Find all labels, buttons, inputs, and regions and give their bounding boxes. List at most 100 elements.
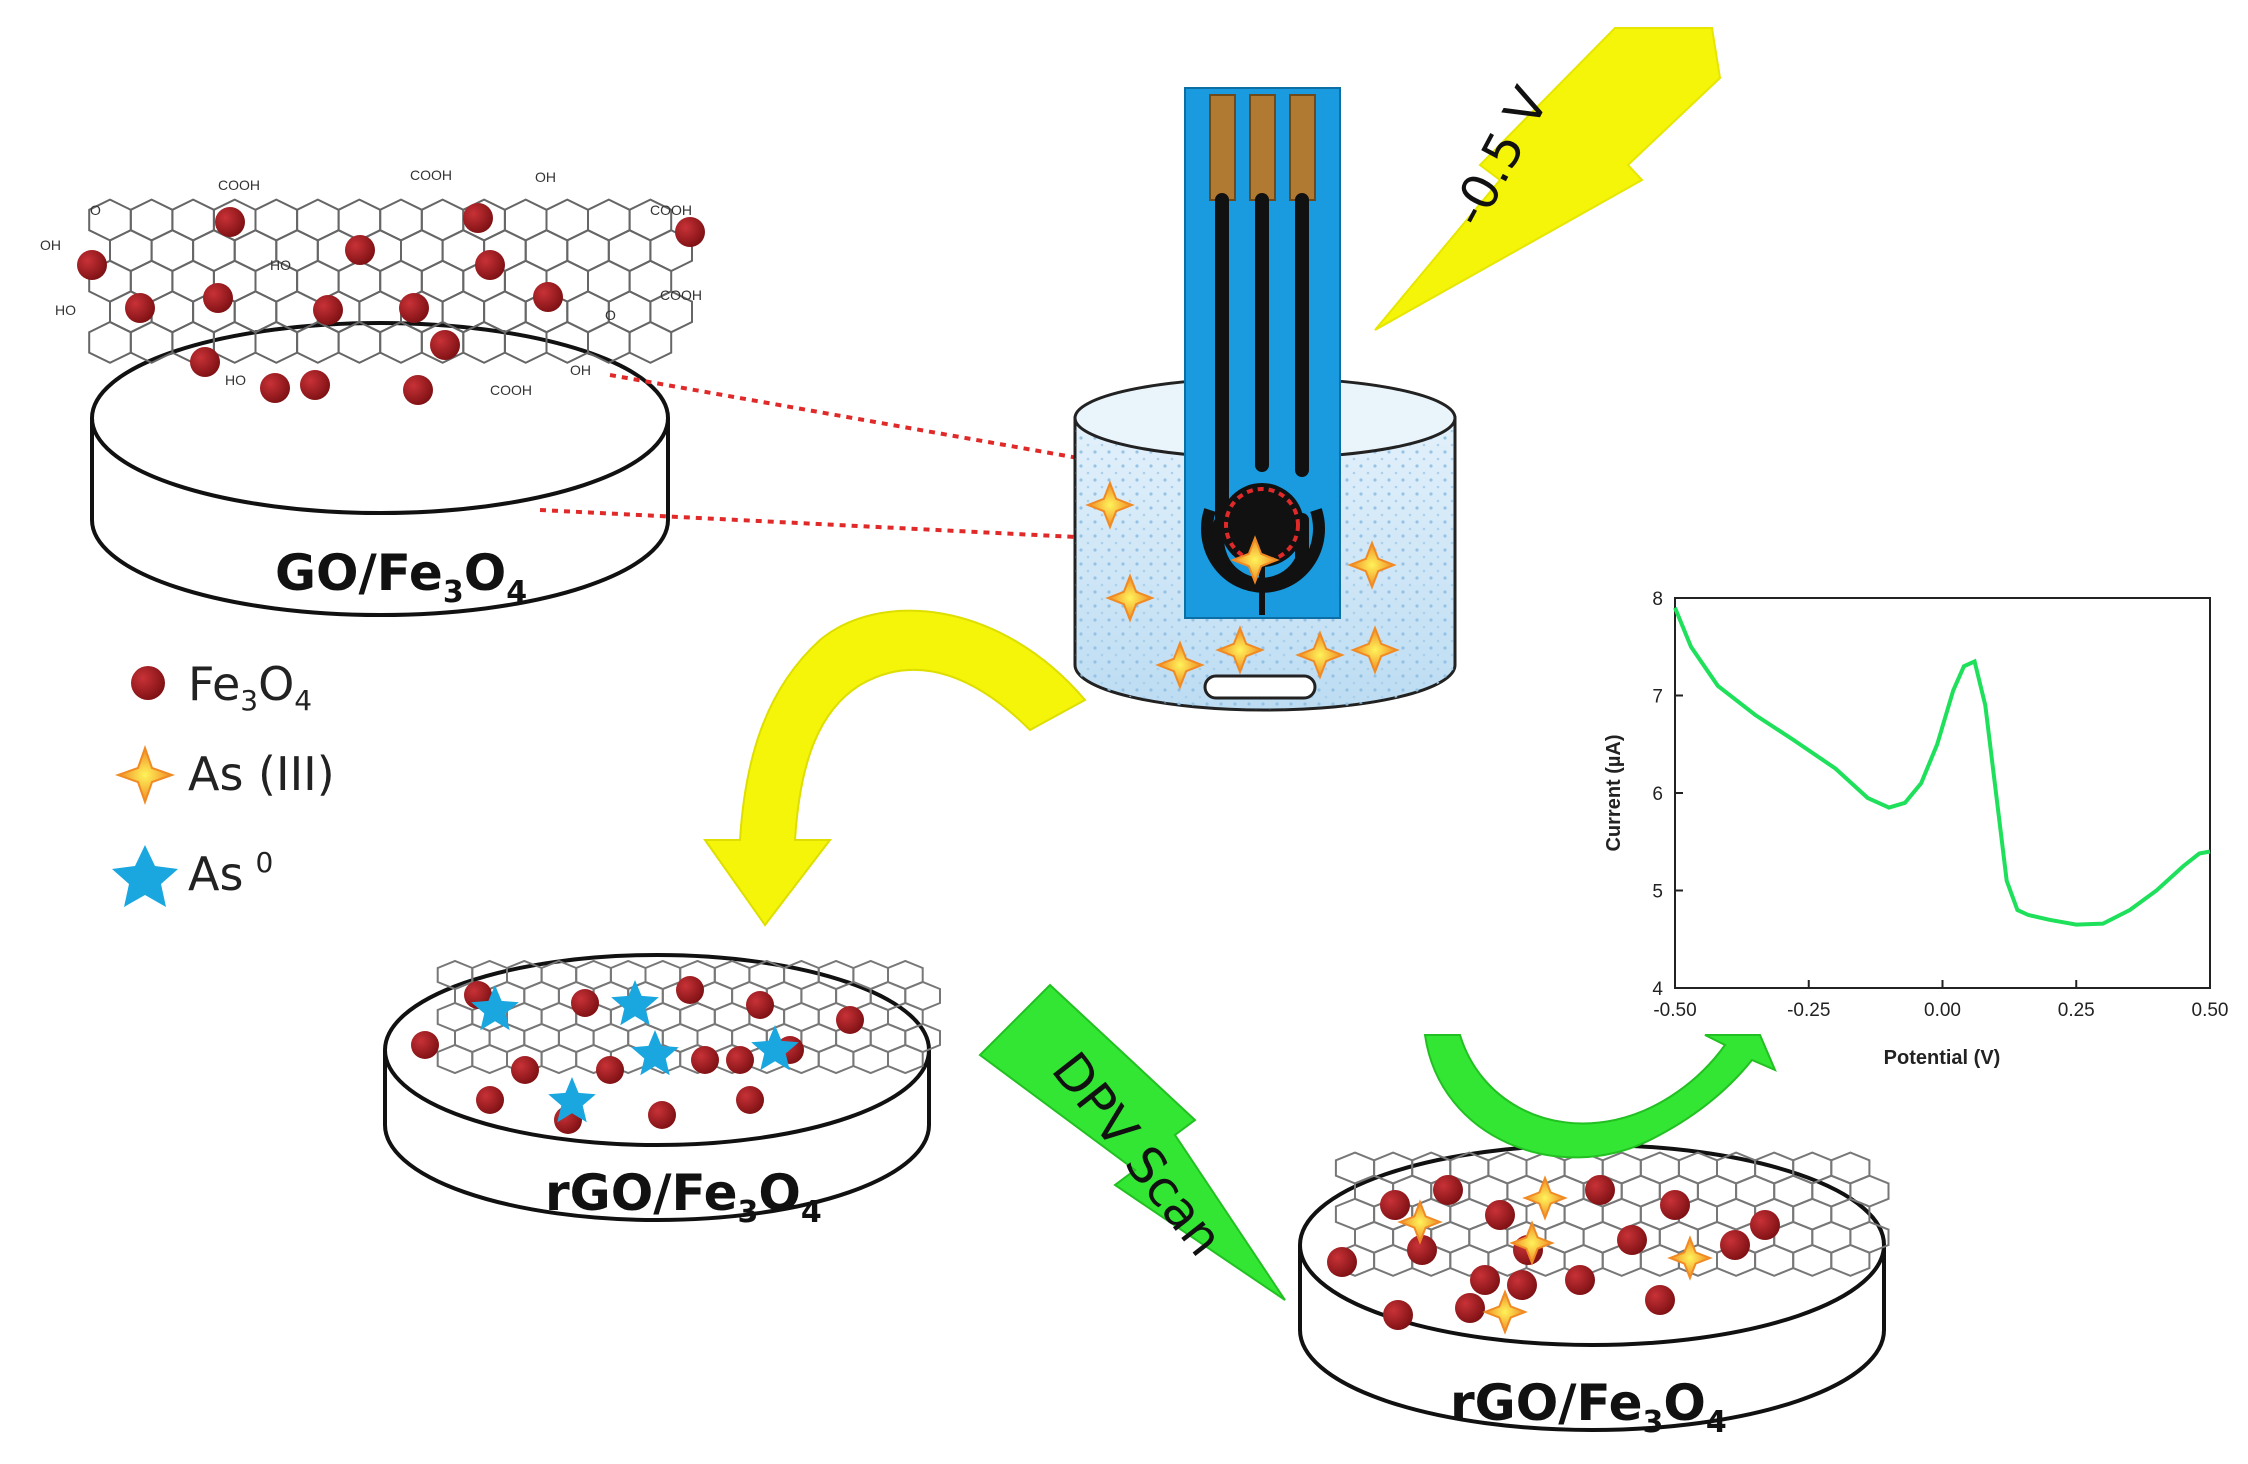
oh-label: OH [40, 237, 61, 253]
go-functional-groups: COOH COOH COOH COOH COOH OH OH OH HO HO … [40, 167, 702, 398]
fe3o4-particle [77, 250, 107, 280]
y-tick-label: 8 [1652, 589, 1663, 610]
legend-fe3o4: Fe3O4 [131, 657, 312, 717]
fe3o4-particle [1750, 1210, 1780, 1240]
fe3o4-particle [1585, 1175, 1615, 1205]
fe3o4-particle [430, 330, 460, 360]
go-fe3o4-disk-label: GO/Fe3O4 [275, 544, 527, 610]
fe3o4-particle [533, 282, 563, 312]
oh-label: OH [535, 169, 556, 185]
as0-marker [112, 845, 178, 907]
fe3o4-particle [726, 1046, 754, 1074]
fe3o4-particle [1327, 1247, 1357, 1277]
fe3o4-particle [260, 373, 290, 403]
as-iii-ion [1105, 573, 1155, 623]
dpv-curve [1673, 607, 2211, 927]
fe3o4-particle [215, 207, 245, 237]
stir-bar [1203, 674, 1317, 700]
legend-as-iii: As (III) [114, 744, 335, 806]
plot-frame [1674, 597, 2211, 989]
contact-pad [1249, 94, 1276, 201]
x-axis-label: Potential (V) [1884, 1047, 2001, 1069]
as0-star [471, 985, 519, 1031]
contact-pad [1289, 94, 1316, 201]
screen-printed-electrode [1184, 87, 1341, 619]
as-iii-ion [1522, 1175, 1568, 1221]
fe3o4-nanoparticles-go [77, 203, 705, 405]
fe3o4-particle [736, 1086, 764, 1114]
fe3o4-particle [300, 370, 330, 400]
fe3o4-particle [1485, 1200, 1515, 1230]
fe3o4-particle [1645, 1285, 1675, 1315]
x-tick-label: -0.50 [1653, 1000, 1696, 1021]
fe3o4-particle [571, 989, 599, 1017]
as-iii-ion [1230, 535, 1280, 585]
fe3o4-particle [1380, 1190, 1410, 1220]
fe3o4-particle [1433, 1175, 1463, 1205]
reduction-arrow [703, 609, 1087, 927]
as-iii-ion [1509, 1220, 1555, 1266]
rgo-fe3o4-disk-label-left: rGO/Fe3O4 [545, 1164, 822, 1230]
fe3o4-particle [345, 235, 375, 265]
fe3o4-particle [1720, 1230, 1750, 1260]
as-iii-ion [1347, 540, 1397, 590]
legend-fe3o4-label: Fe3O4 [188, 657, 312, 717]
ho-label: HO [55, 302, 76, 318]
as0-star [631, 1030, 679, 1076]
ho-label: HO [270, 257, 291, 273]
cooh-label: COOH [218, 177, 260, 193]
fe3o4-particle [476, 1086, 504, 1114]
working-electrode [1220, 483, 1304, 567]
fe3o4-particle [1565, 1265, 1595, 1295]
oh-label: OH [570, 362, 591, 378]
as-iii-ion [1667, 1235, 1713, 1281]
fe3o4-particle [648, 1101, 676, 1129]
fe3o4-particle [675, 217, 705, 247]
x-tick-label: 0.25 [2058, 1000, 2095, 1021]
as-iii-ion [1397, 1199, 1443, 1245]
dpv-scan-bolt: DPV Scan [978, 983, 1286, 1301]
fe3o4-particle [203, 283, 233, 313]
cooh-label: COOH [650, 202, 692, 218]
as-iii-marker [114, 744, 176, 806]
as-iii-ion [1215, 625, 1265, 675]
fe3o4-particle [463, 203, 493, 233]
fe3o4-particle [1617, 1225, 1647, 1255]
fe3o4-particle [836, 1006, 864, 1034]
as-iii-ion [1482, 1289, 1528, 1335]
fe3o4-particle [1407, 1235, 1437, 1265]
fe3o4-particle [1470, 1265, 1500, 1295]
fe3o4-particle [125, 293, 155, 323]
contact-pad [1209, 94, 1236, 201]
as-iii-ion [1350, 625, 1400, 675]
y-tick-label: 5 [1652, 882, 1663, 903]
fe3o4-particle [475, 250, 505, 280]
fe3o4-marker [131, 666, 165, 700]
as0-deposits [471, 980, 799, 1123]
fe3o4-particle [1507, 1270, 1537, 1300]
fe3o4-particle [691, 1046, 719, 1074]
fe3o4-nanoparticles-left [411, 976, 864, 1134]
cooh-label: COOH [660, 287, 702, 303]
fe3o4-particle [403, 375, 433, 405]
as-iii-ion [1155, 640, 1205, 690]
as0-star [548, 1077, 596, 1123]
legend-as-iii-label: As (III) [188, 747, 335, 801]
applied-potential-bolt: -0.5 V [1374, 27, 1722, 331]
fe3o4-particle [1660, 1190, 1690, 1220]
as-iii-on-surface [1397, 1175, 1713, 1335]
x-tick-label: 0.00 [1924, 1000, 1961, 1021]
rgo-fe3o4-disk-label-right: rGO/Fe3O4 [1450, 1374, 1727, 1440]
as-iii-ions-in-solution [1085, 480, 1400, 690]
fe3o4-particle [511, 1056, 539, 1084]
go-fe3o4-disk: GO/Fe3O4 [90, 321, 670, 617]
y-tick-label: 6 [1652, 784, 1663, 805]
o-label: O [90, 202, 101, 218]
